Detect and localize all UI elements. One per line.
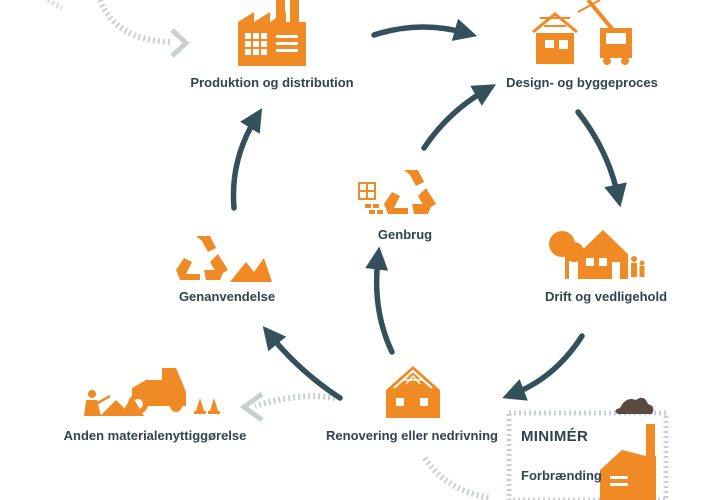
incinerator-icon: [600, 397, 656, 500]
label-genbrug: Genbrug: [377, 227, 433, 242]
arrow-renovering-to-genbrug: [365, 246, 395, 355]
cycle-arrows: [230, 18, 627, 401]
arrow-genbrug-to-design: [421, 84, 496, 151]
minimer-title: MINIMÉR: [521, 428, 589, 445]
recycle-icon: [358, 170, 436, 214]
faint-dotted-arrow-bottom: [422, 456, 491, 500]
label-genanvendelse: Genanvendelse: [178, 289, 276, 304]
factory-icon: [238, 0, 306, 66]
house-frame-icon: [386, 366, 440, 418]
label-design: Design- og byggeproces: [506, 75, 658, 90]
arrow-drift-to-renovering: [502, 333, 585, 401]
arrow-genanvendelse-to-produktion: [230, 108, 263, 211]
construction-crane-icon: [532, 0, 632, 65]
faint-dotted-arrow-anden: [239, 391, 336, 423]
label-produktion: Produktion og distribution: [190, 75, 354, 90]
arrow-design-to-drift: [575, 109, 627, 208]
label-drift: Drift og vedligehold: [544, 289, 668, 304]
label-anden: Anden materialenyttiggørelse: [63, 428, 247, 443]
house-with-tree-icon: [549, 230, 645, 279]
roadworks-icon: [84, 368, 220, 416]
minimer-subtitle: Forbrænding: [521, 468, 602, 483]
recycle-piles-icon: [176, 236, 272, 282]
faint-dotted-arrow-top-left: [46, 0, 190, 58]
minimer-box: [506, 397, 669, 500]
label-renovering: Renovering eller nedrivning: [326, 428, 498, 443]
arrow-renovering-to-genanvendelse: [262, 326, 343, 401]
arrow-produktion-to-design: [371, 18, 478, 41]
